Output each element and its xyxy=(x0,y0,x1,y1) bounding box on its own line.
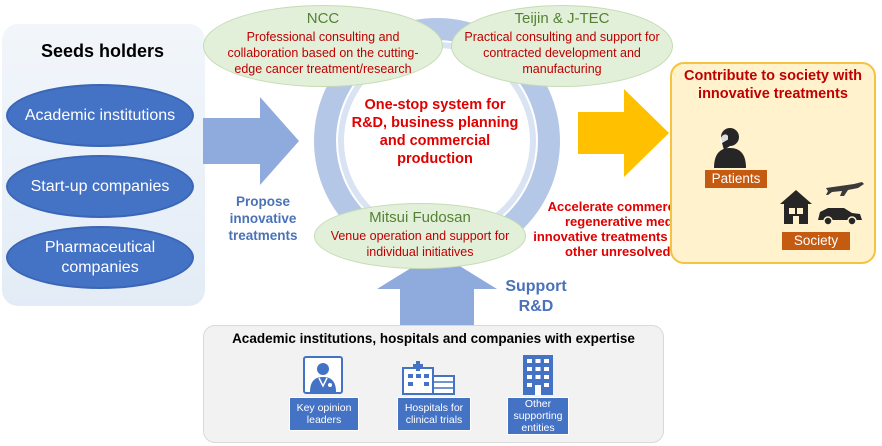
seed-academic-institutions: Academic institutions xyxy=(6,84,194,147)
contribute-title: Contribute to society with innovative tr… xyxy=(683,68,863,102)
propose-label: Propose innovative treatments xyxy=(228,194,298,243)
teijin-ellipse xyxy=(451,5,673,87)
building-icon xyxy=(523,355,553,395)
key-opinion-leaders-box: Key opinion leaders xyxy=(289,397,359,431)
contribute-panel xyxy=(670,62,876,264)
ncc-ellipse xyxy=(203,5,443,87)
other-supporting-entities-box: Other supporting entities xyxy=(507,397,569,435)
one-stop-system-text: One-stop system for R&D, business planni… xyxy=(351,97,519,167)
seed-pharmaceutical-companies: Pharmaceutical companies xyxy=(6,226,194,289)
hospital-icon xyxy=(402,361,455,395)
mitsui-ellipse xyxy=(314,203,526,269)
mitsui-body: Venue operation and support for individu… xyxy=(330,229,510,259)
expertise-title: Academic institutions, hospitals and com… xyxy=(232,331,635,346)
ncc-body: Professional consulting and collaboratio… xyxy=(227,30,419,76)
patient-icon xyxy=(714,128,746,168)
teijin-body: Practical consulting and support for con… xyxy=(464,30,660,76)
support-rd-label: Support R&D xyxy=(505,278,567,315)
society-tag: Society xyxy=(782,232,850,250)
support-arrow xyxy=(377,252,497,325)
doctor-icon xyxy=(303,356,343,394)
teijin-title: Teijin & J-TEC xyxy=(514,10,610,27)
society-icon xyxy=(780,182,864,226)
mitsui-title: Mitsui Fudosan xyxy=(369,209,471,226)
ncc-title: NCC xyxy=(306,10,340,27)
hospitals-clinical-trials-box: Hospitals for clinical trials xyxy=(397,397,471,431)
airplane-icon xyxy=(826,182,864,196)
patients-tag: Patients xyxy=(705,170,767,188)
seed-start-up-companies: Start-up companies xyxy=(6,155,194,218)
accelerate-arrow xyxy=(578,89,669,177)
propose-arrow xyxy=(203,97,299,185)
house-icon xyxy=(780,190,812,224)
seeds-holders-title: Seeds holders xyxy=(40,41,165,61)
